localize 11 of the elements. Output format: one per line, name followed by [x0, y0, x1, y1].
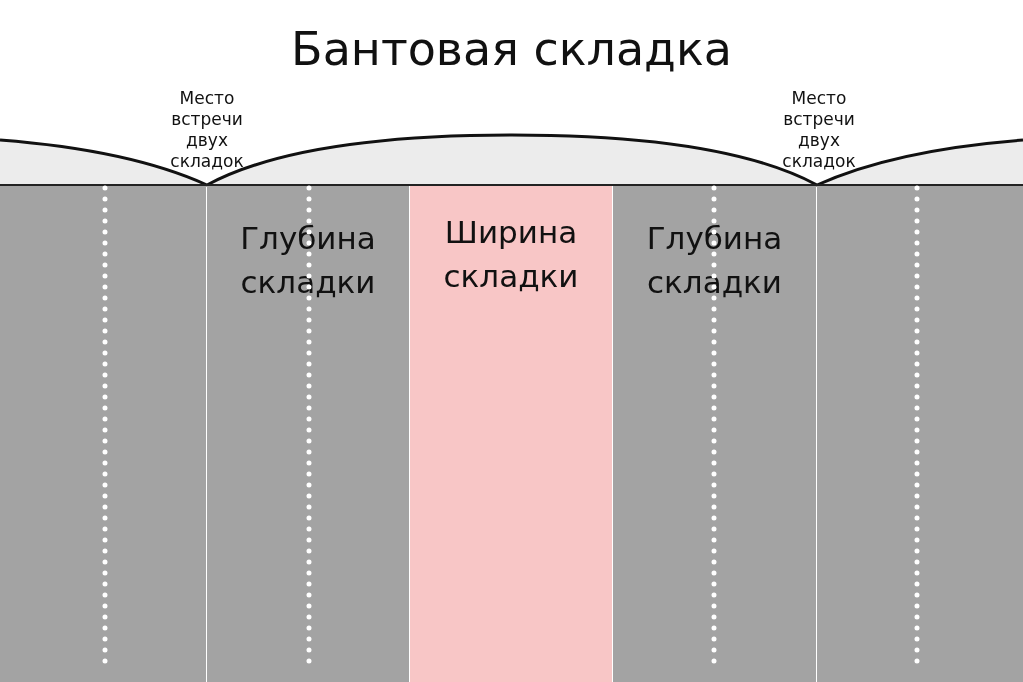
panel-label: Глубина складки — [645, 219, 784, 302]
title: Бантовая складка — [290, 22, 733, 76]
fabric-panel — [207, 186, 409, 682]
annotation-label: Место встречи двух складок — [169, 88, 245, 172]
panel-label: Ширина складки — [442, 213, 580, 296]
fabric-panel — [817, 186, 1023, 682]
annotation-label: Место встречи двух складок — [781, 88, 857, 172]
fabric-panel — [613, 186, 816, 682]
panel-label: Глубина складки — [239, 219, 377, 302]
fabric-panel — [0, 186, 206, 682]
fabric-panel — [410, 186, 612, 682]
